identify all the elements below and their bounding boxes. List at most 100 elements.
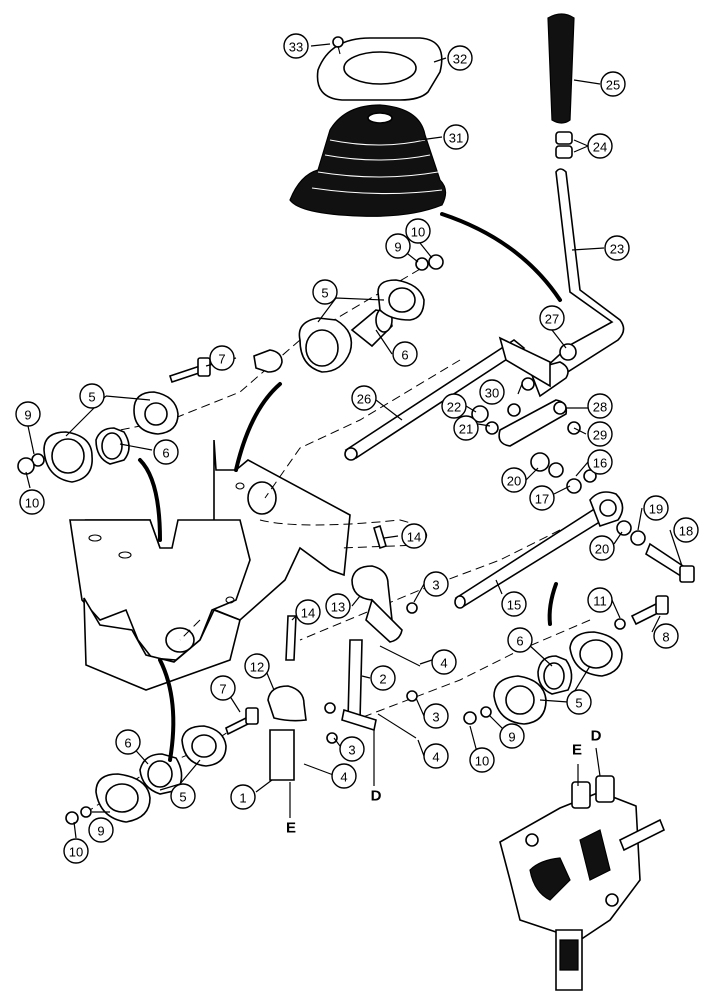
callout-circle	[392, 341, 418, 367]
callout-number: 3	[432, 710, 439, 725]
jam-nuts	[555, 131, 573, 159]
handle-knob	[547, 13, 575, 124]
callout-circle	[230, 784, 256, 810]
callout-number: 15	[507, 598, 521, 613]
callout-number: 9	[508, 730, 515, 745]
callout-5: 5	[312, 279, 338, 305]
callout-5: 5	[170, 783, 196, 809]
boot-retainer-plate	[316, 37, 443, 101]
callout-number: 6	[124, 736, 131, 751]
callout-number: 20	[595, 542, 609, 557]
callout-number: 28	[593, 400, 607, 415]
callout-17: 17	[529, 485, 555, 511]
flange-bearing-upper-left	[17, 391, 179, 483]
callout-number: 4	[440, 656, 447, 671]
callout-5: 5	[566, 689, 592, 715]
callout-number: 8	[662, 630, 669, 645]
callout-number: 30	[485, 386, 499, 401]
callout-circle	[539, 305, 565, 331]
cross-shaft-26	[344, 336, 577, 461]
callout-circle	[453, 415, 479, 441]
callout-circle	[423, 743, 449, 769]
callout-number: 14	[301, 606, 315, 621]
lever-arm-assembly	[471, 377, 597, 494]
callout-20: 20	[501, 467, 527, 493]
callout-circle	[643, 495, 669, 521]
callout-23: 23	[604, 235, 630, 261]
callout-14: 14	[295, 599, 321, 625]
label-e-valve: E	[572, 742, 582, 759]
callout-number: 12	[250, 660, 264, 675]
label-d-valve: D	[591, 728, 602, 745]
callout-circle	[431, 649, 457, 675]
callout-circle	[441, 393, 467, 419]
callout-21: 21	[453, 415, 479, 441]
callout-circle	[447, 45, 473, 71]
callout-circle	[587, 133, 613, 159]
callout-number: 33	[289, 40, 303, 55]
callout-circle	[63, 838, 89, 864]
callout-33: 33	[283, 33, 309, 59]
callout-3: 3	[423, 571, 449, 597]
callout-circle	[170, 783, 196, 809]
callout-circle	[423, 571, 449, 597]
callout-circle	[385, 233, 411, 259]
callout-number: 9	[24, 408, 31, 423]
callout-number: 19	[649, 502, 663, 517]
callout-number: 17	[535, 492, 549, 507]
callout-circle	[469, 747, 495, 773]
callout-number: 7	[219, 682, 226, 697]
callout-circle	[529, 485, 555, 511]
callout-number: 2	[379, 672, 386, 687]
callout-number: 10	[411, 225, 425, 240]
callout-number: 1	[239, 791, 246, 806]
callout-number: 9	[394, 240, 401, 255]
callout-number: 10	[475, 754, 489, 769]
callout-10: 10	[405, 218, 431, 244]
callout-number: 5	[88, 390, 95, 405]
callout-number: 20	[507, 474, 521, 489]
callout-circle	[501, 467, 527, 493]
callout-circle	[88, 817, 114, 843]
linkage-parts	[267, 524, 421, 781]
callout-number: 6	[162, 446, 169, 461]
callout-circle	[499, 723, 525, 749]
callout-19: 19	[643, 495, 669, 521]
rubber-boot	[289, 104, 447, 217]
callout-circle	[153, 439, 179, 465]
callout-circle	[210, 675, 236, 701]
callout-circle	[370, 665, 396, 691]
callout-circle	[604, 235, 630, 261]
callout-circle	[351, 385, 377, 411]
callout-number: 6	[516, 634, 523, 649]
callout-2: 2	[370, 665, 396, 691]
callout-circle	[405, 218, 431, 244]
callout-number: 29	[593, 428, 607, 443]
callout-29: 29	[587, 421, 613, 447]
callout-circle	[15, 401, 41, 427]
callout-circle	[19, 489, 45, 515]
callout-number: 16	[593, 456, 607, 471]
callout-number: 3	[432, 578, 439, 593]
callout-circle	[339, 736, 365, 762]
callout-circle	[295, 599, 321, 625]
callout-9: 9	[88, 817, 114, 843]
callout-circle	[423, 703, 449, 729]
callout-15: 15	[501, 591, 527, 617]
callout-circle	[501, 591, 527, 617]
callout-number: 4	[432, 750, 439, 765]
callout-6: 6	[392, 341, 418, 367]
callout-circle	[589, 535, 615, 561]
callout-circle	[244, 653, 270, 679]
callout-circle	[587, 393, 613, 419]
callout-28: 28	[587, 393, 613, 419]
callout-10: 10	[63, 838, 89, 864]
callout-13: 13	[325, 593, 351, 619]
callout-14: 14	[401, 523, 427, 549]
label-d-main: D	[371, 788, 382, 805]
callout-9: 9	[15, 401, 41, 427]
callout-22: 22	[441, 393, 467, 419]
callout-4: 4	[423, 743, 449, 769]
callout-9: 9	[499, 723, 525, 749]
control-valve	[499, 775, 666, 991]
